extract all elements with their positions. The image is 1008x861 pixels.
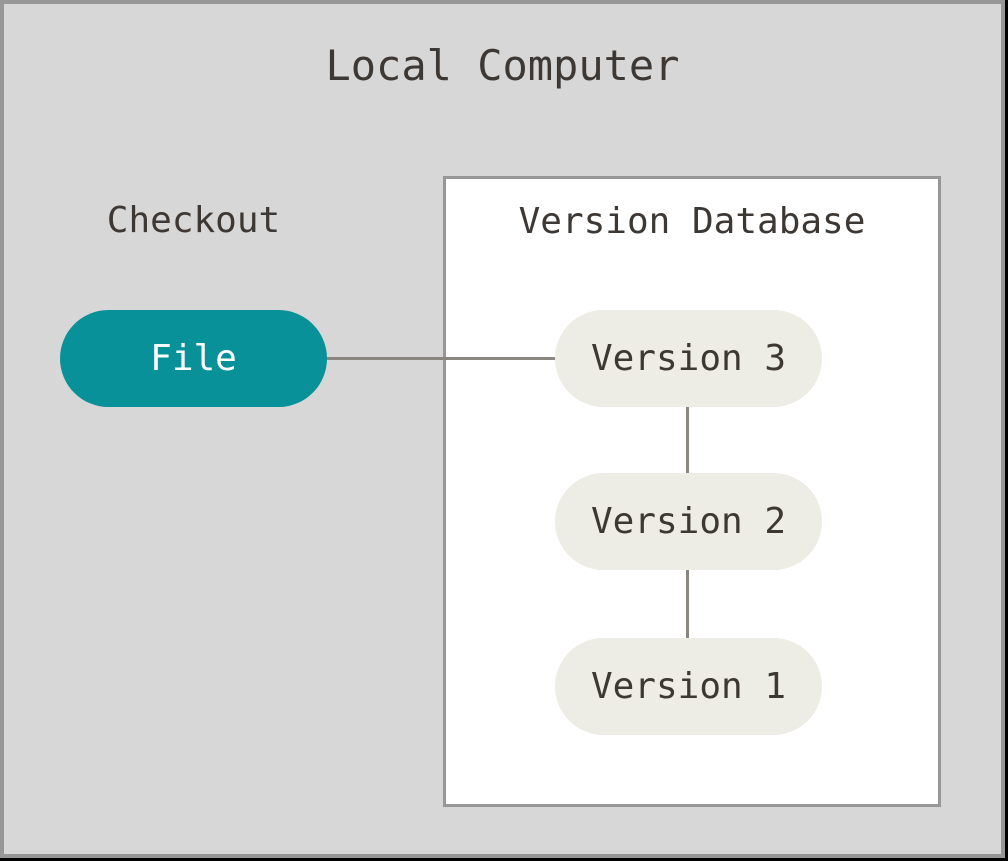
checkout-label: Checkout (106, 200, 281, 241)
version-database-title: Version Database (518, 201, 866, 242)
version-1-node: Version 1 (555, 638, 822, 735)
diagram-title: Local Computer (325, 41, 680, 90)
version-3-node: Version 3 (555, 310, 822, 407)
connector-version3-to-version2 (686, 405, 689, 475)
connector-file-to-version3 (327, 357, 555, 360)
connector-version2-to-version1 (686, 568, 689, 640)
file-node: File (60, 310, 327, 407)
version-2-node: Version 2 (555, 473, 822, 570)
